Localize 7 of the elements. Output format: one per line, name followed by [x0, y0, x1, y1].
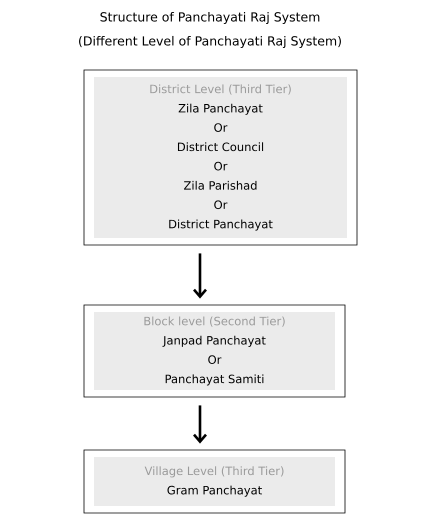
subtitle: (Different Level of Panchayati Raj System): [79, 36, 341, 48]
title: Structure of Panchayati Raj System: [100, 12, 320, 24]
arrow: [193, 253, 207, 299]
arrow: [193, 405, 207, 444]
level-box: District Level (Third Tier) Zila Panchayat Or District Council Or Zila Parishad Or District Panchayat: [84, 70, 358, 246]
level-box: Block level (Second Tier) Janpad Panchayat Or Panchayat Samiti: [84, 304, 346, 398]
level-box: Village Level (Third Tier) Gram Panchayat: [84, 450, 346, 514]
